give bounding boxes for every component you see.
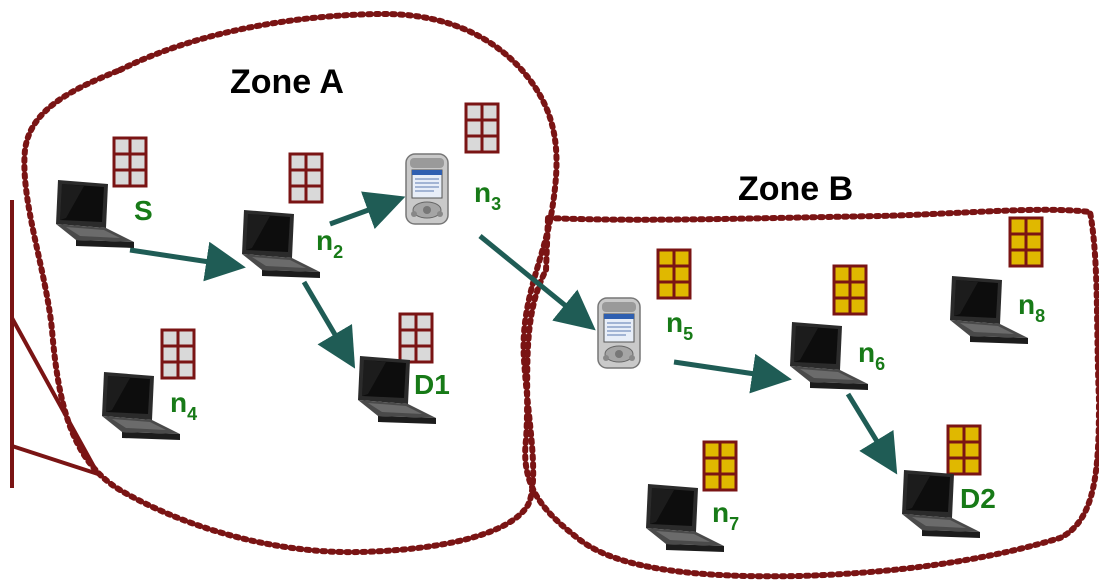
pda-icon — [597, 297, 641, 369]
node-label-s: S — [134, 195, 153, 226]
laptop-icon — [242, 210, 320, 278]
node-label-sub: 3 — [491, 194, 501, 214]
edge-n5-n6 — [673, 353, 792, 394]
node-label-main: D2 — [960, 483, 996, 514]
edges — [129, 191, 898, 475]
node-label-sub: 6 — [875, 354, 885, 374]
routing-table-icon — [398, 312, 434, 364]
routing-table-icon — [464, 102, 500, 154]
routing-table-icon — [112, 136, 148, 188]
pda-icon — [405, 153, 449, 225]
routing-table-icon — [702, 440, 738, 492]
node-label-main: n — [474, 177, 491, 208]
zone-b-label: Zone B — [738, 170, 853, 208]
node-label-main: n — [712, 497, 729, 528]
node-label-n4: n4 — [170, 387, 197, 424]
node-label-main: n — [170, 387, 187, 418]
node-label-main: n — [858, 337, 875, 368]
node-label-sub: 4 — [187, 404, 197, 424]
node-label-sub: 2 — [333, 242, 343, 262]
laptop-icon — [790, 322, 868, 390]
node-label-d1: D1 — [414, 369, 450, 400]
node-label-n7: n7 — [712, 497, 739, 534]
callout-tail — [10, 200, 100, 488]
edge-n6-d2 — [845, 392, 898, 475]
routing-table-icon — [656, 248, 692, 300]
node-label-n8: n8 — [1018, 289, 1045, 326]
routing-table-icon — [160, 328, 196, 380]
node-label-main: S — [134, 195, 153, 226]
laptop-icon — [56, 180, 134, 248]
node-label-d2: D2 — [960, 483, 996, 514]
node-label-n5: n5 — [666, 307, 693, 344]
zone-a-label: Zone A — [230, 63, 344, 101]
node-label-main: n — [1018, 289, 1035, 320]
node-label-main: n — [666, 307, 683, 338]
routing-table-icon — [288, 152, 324, 204]
laptop-icon — [950, 276, 1028, 344]
routing-table-icon — [1008, 216, 1044, 268]
edge-n3-n5 — [478, 234, 596, 331]
routing-table-icon — [946, 424, 982, 476]
node-label-sub: 8 — [1035, 306, 1045, 326]
edge-s-n2 — [129, 241, 246, 282]
node-label-main: D1 — [414, 369, 450, 400]
edge-n2-d1 — [301, 280, 356, 369]
node-label-sub: 5 — [683, 324, 693, 344]
node-label-n6: n6 — [858, 337, 885, 374]
zone-a-boundary — [21, 10, 560, 556]
node-label-n3: n3 — [474, 177, 501, 214]
node-label-n2: n2 — [316, 225, 343, 262]
laptop-icon — [102, 372, 180, 440]
node-label-sub: 7 — [729, 514, 739, 534]
node-label-main: n — [316, 225, 333, 256]
edge-n2-n3 — [329, 191, 406, 230]
routing-table-icon — [832, 264, 868, 316]
